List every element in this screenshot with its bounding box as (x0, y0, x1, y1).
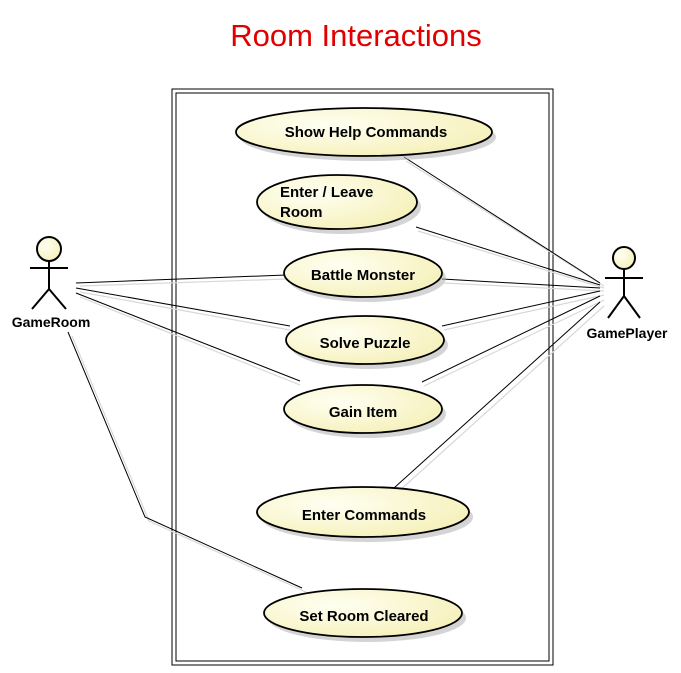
association-shadow (79, 278, 287, 287)
association-shadow (443, 282, 605, 292)
actor-gameroom[interactable]: GameRoom (12, 236, 91, 330)
actor-head (36, 236, 62, 262)
association-gameplayer-enter-leave-room (415, 226, 601, 286)
association-gameplayer-gain-item (421, 295, 601, 383)
usecase-ellipse (285, 315, 445, 365)
association-shadow (423, 299, 605, 387)
association-gameplayer-enter-commands (393, 301, 601, 489)
usecase-ellipse (256, 174, 418, 230)
usecase-label: Set Room Cleared (299, 608, 428, 625)
usecase-label: Gain Item (329, 404, 397, 421)
system-boundary-outer (171, 88, 554, 666)
usecase-enter-leave-room[interactable]: Enter / Leave Room (256, 174, 421, 234)
usecase-label: Show Help Commands (285, 124, 448, 141)
actor-leg-left (31, 288, 50, 310)
usecase-ellipse (263, 588, 463, 638)
association-shadow (79, 296, 301, 386)
stick-figure-icon (30, 236, 68, 310)
usecase-label-line-1: Enter / Leave (280, 184, 373, 201)
usecase-label: Solve Puzzle (320, 335, 411, 352)
usecase-show-help-commands[interactable]: Show Help Commands (235, 107, 496, 161)
usecase-enter-commands[interactable]: Enter Commands (256, 486, 473, 542)
usecase-battle-monster[interactable]: Battle Monster (283, 248, 446, 302)
actor-leg-right (48, 288, 67, 310)
usecase-gain-item[interactable]: Gain Item (283, 384, 446, 438)
usecase-solve-puzzle[interactable]: Solve Puzzle (285, 315, 448, 369)
actor-label: GamePlayer (587, 325, 668, 341)
association-shadow (79, 291, 291, 331)
association-gameplayer-solve-puzzle (441, 290, 601, 327)
association-gameroom-battle-monster (75, 274, 287, 284)
usecase-ellipse (283, 248, 443, 298)
association-shadow (71, 335, 307, 593)
actor-label: GameRoom (12, 314, 91, 330)
usecase-set-room-cleared[interactable]: Set Room Cleared (263, 588, 466, 642)
actor-leg-left (607, 295, 625, 319)
actor-gameplayer[interactable]: GamePlayer (587, 246, 668, 341)
association-shadow (417, 230, 605, 289)
association-gameroom-solve-puzzle (75, 287, 291, 327)
usecase-ellipse (256, 486, 470, 538)
association-gameplayer-show-help-commands (403, 156, 601, 284)
usecase-label: Battle Monster (311, 267, 415, 284)
usecase-label: Enter Commands (302, 507, 426, 524)
actor-head (612, 246, 636, 270)
association-gameroom-gain-item (75, 292, 301, 382)
association-shadow (443, 294, 605, 331)
usecase-label-line-2: Room (280, 204, 323, 221)
stick-figure-icon (605, 246, 643, 319)
association-shadow (397, 305, 605, 493)
diagram-title: Room Interactions (230, 18, 482, 53)
actor-leg-right (623, 295, 641, 319)
system-boundary-inner (175, 92, 550, 662)
associations (67, 156, 605, 593)
usecase-ellipse (235, 107, 493, 157)
system-boundary (171, 88, 554, 666)
association-gameroom-set-room-cleared (67, 331, 303, 589)
association-shadow (405, 160, 605, 287)
association-gameplayer-battle-monster (441, 278, 601, 289)
usecase-ellipse (283, 384, 443, 434)
